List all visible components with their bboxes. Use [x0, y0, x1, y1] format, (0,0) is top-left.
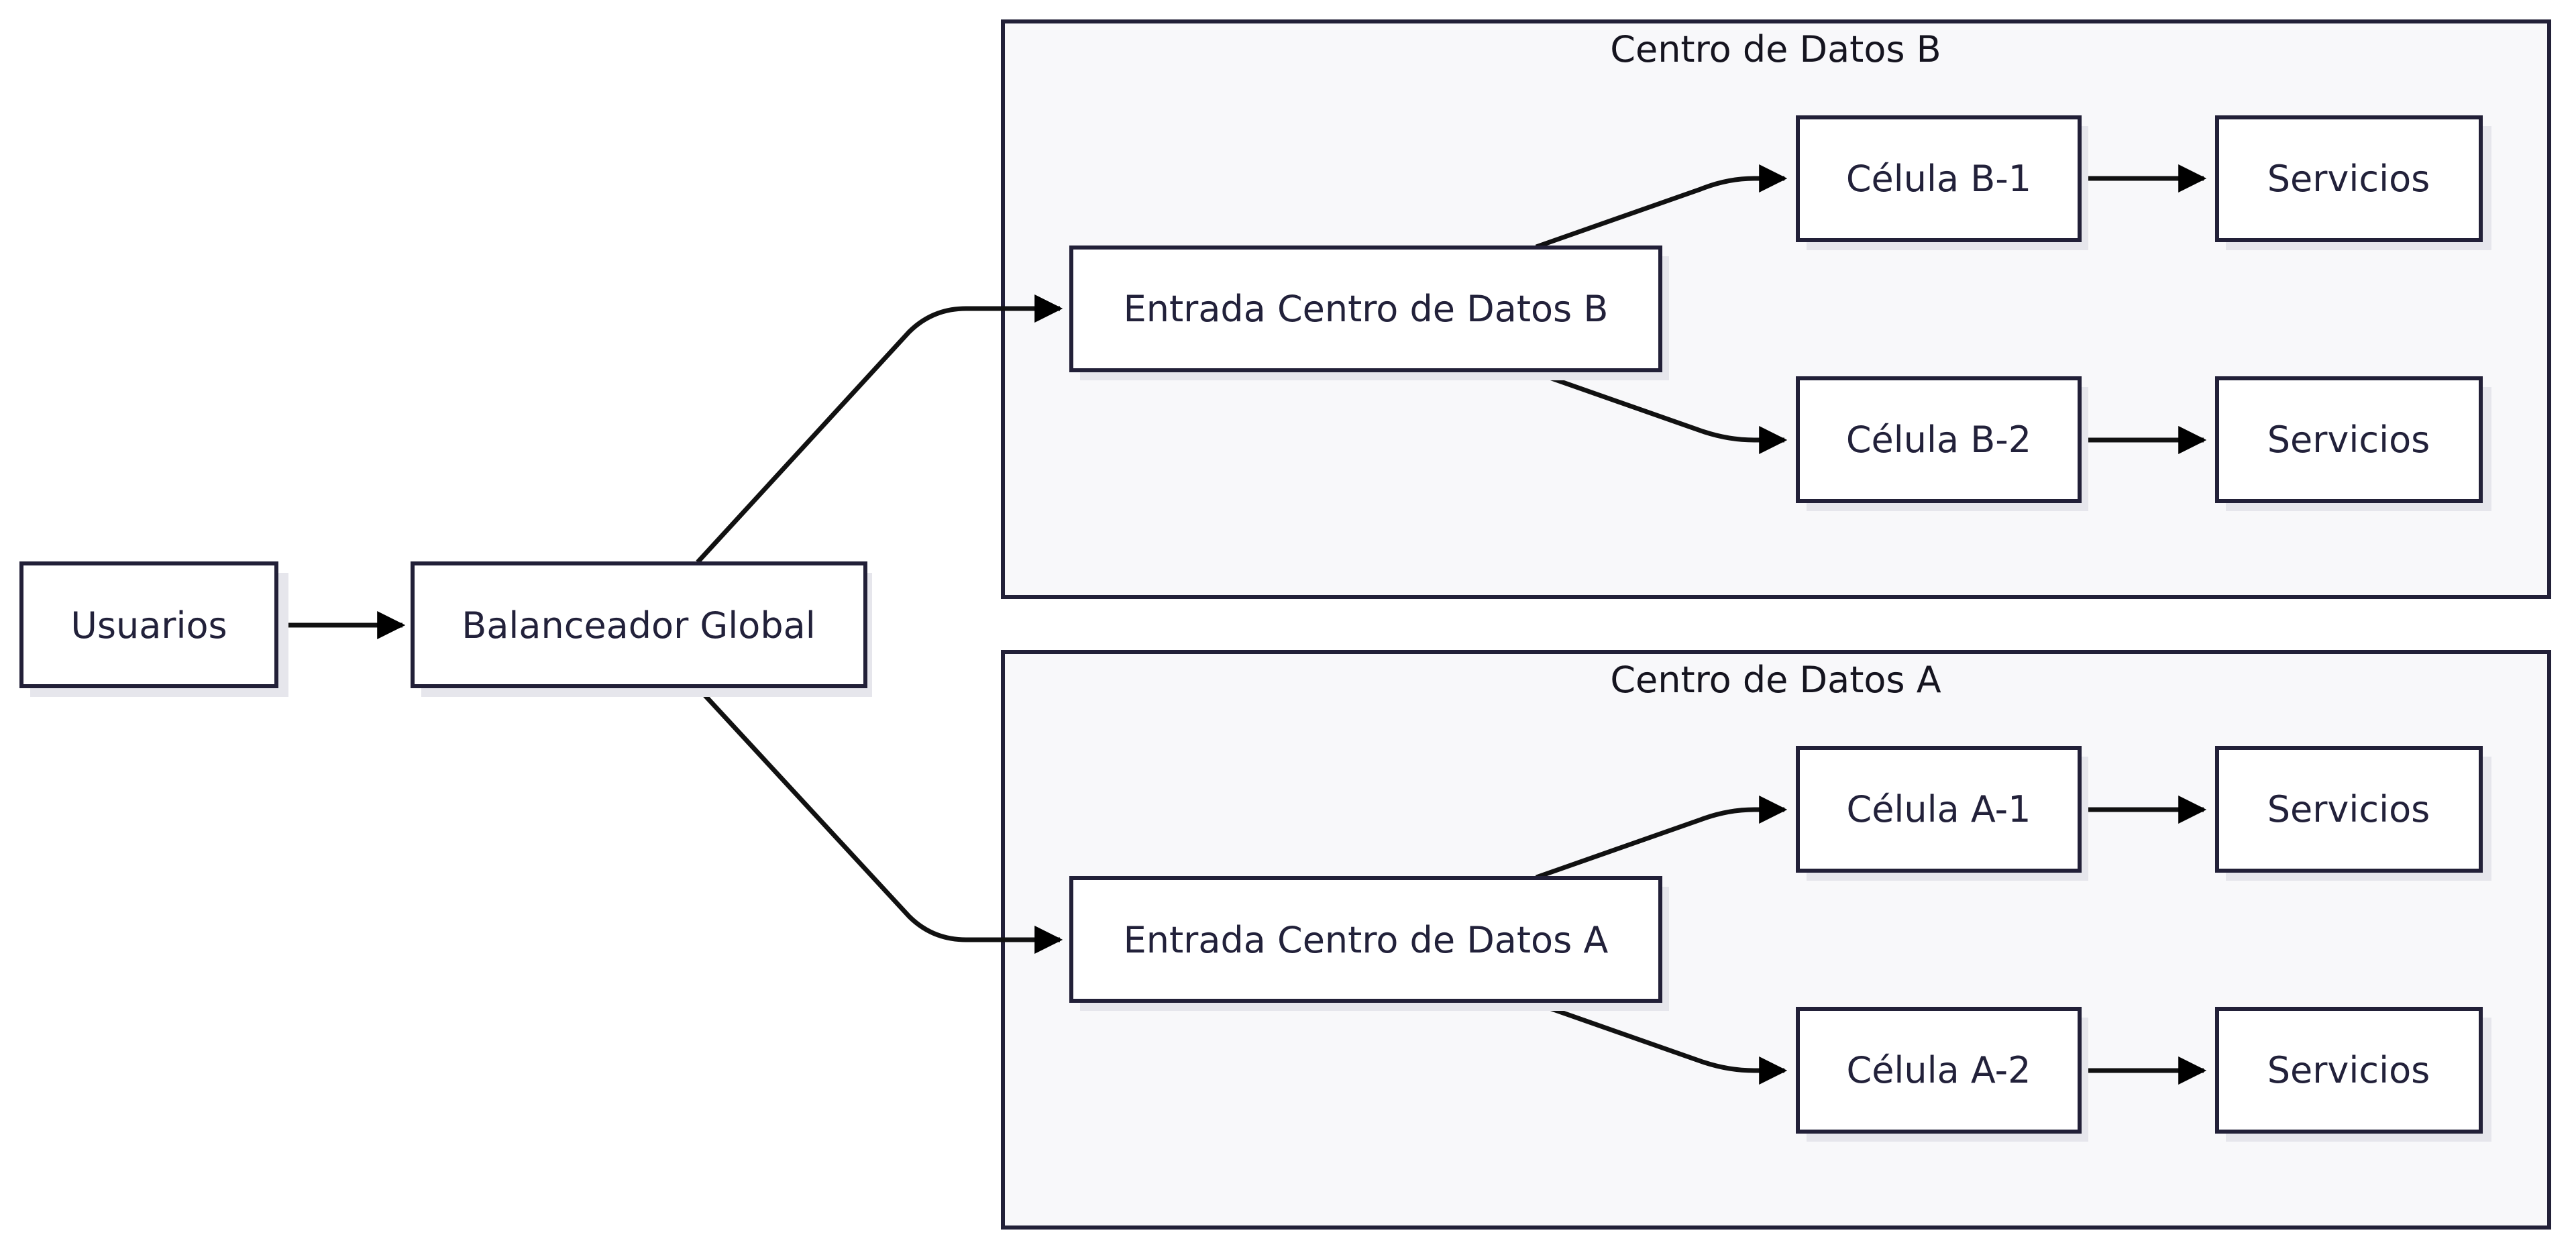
edge-entrada-a-celula-a2	[1535, 1001, 1788, 1085]
node-usuarios[interactable]: Usuarios	[19, 561, 288, 697]
node-celula-b2-label: Célula B-2	[1846, 419, 2031, 461]
edge-entrada-b-celula-b2	[1535, 370, 1788, 454]
node-entrada-a-label: Entrada Centro de Datos A	[1124, 919, 1609, 961]
node-balanceador-label: Balanceador Global	[462, 604, 815, 647]
node-celula-a-1[interactable]: Célula A-1	[1796, 746, 2088, 881]
edge-entrada-a-celula-a1	[1535, 796, 1788, 880]
node-servicios-b2-label: Servicios	[2267, 419, 2430, 461]
node-servicios-a2-label: Servicios	[2267, 1049, 2430, 1091]
node-usuarios-label: Usuarios	[70, 604, 227, 647]
node-balanceador-global[interactable]: Balanceador Global	[411, 561, 872, 697]
node-entrada-centro-de-datos-b[interactable]: Entrada Centro de Datos B	[1069, 246, 1669, 380]
edges	[277, 164, 2207, 1085]
edge-balanceador-entrada-a	[696, 686, 1063, 954]
node-celula-b-2[interactable]: Célula B-2	[1796, 376, 2088, 511]
edge-entrada-b-celula-b1	[1535, 164, 1788, 250]
node-servicios-b1-label: Servicios	[2267, 158, 2430, 200]
node-servicios-b1[interactable]: Servicios	[2215, 115, 2491, 250]
node-servicios-a2[interactable]: Servicios	[2215, 1007, 2491, 1142]
node-servicios-a1[interactable]: Servicios	[2215, 746, 2491, 881]
node-celula-a1-label: Célula A-1	[1846, 788, 2031, 830]
node-celula-a2-label: Célula A-2	[1846, 1049, 2031, 1091]
node-celula-b1-label: Célula B-1	[1846, 158, 2031, 200]
cluster-b-title: Centro de Datos B	[1610, 28, 1941, 70]
edge-balanceador-entrada-b	[696, 294, 1063, 564]
cluster-a-title: Centro de Datos A	[1610, 659, 1941, 701]
node-celula-a-2[interactable]: Célula A-2	[1796, 1007, 2088, 1142]
node-celula-b-1[interactable]: Célula B-1	[1796, 115, 2088, 250]
node-entrada-b-label: Entrada Centro de Datos B	[1124, 288, 1609, 330]
node-entrada-centro-de-datos-a[interactable]: Entrada Centro de Datos A	[1069, 876, 1669, 1011]
node-servicios-b2[interactable]: Servicios	[2215, 376, 2491, 511]
node-servicios-a1-label: Servicios	[2267, 788, 2430, 830]
